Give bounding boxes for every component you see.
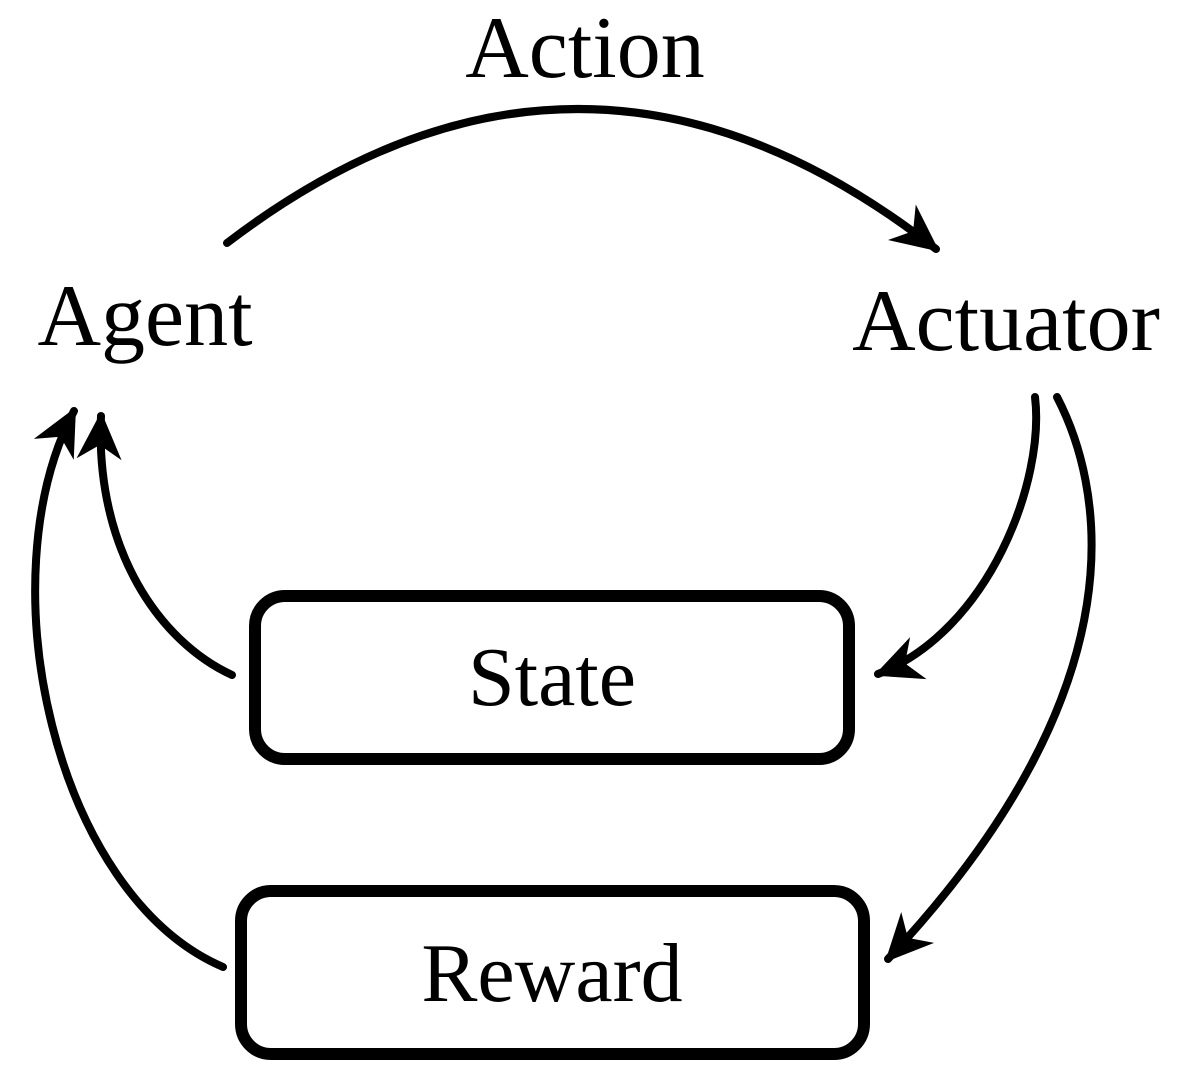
edge-state-to-agent (76, 411, 236, 679)
reward-box (235, 885, 870, 1060)
edge-actuator-to-state (873, 393, 1041, 680)
action-label: Action (465, 0, 705, 97)
actuator-label: Actuator (852, 273, 1160, 370)
edge-agent-to-actuator (223, 105, 940, 253)
edge-reward-to-agent (31, 407, 227, 971)
edge-actuator-to-reward (884, 393, 1096, 963)
reward-label: Reward (421, 927, 682, 1020)
state-label: State (468, 631, 636, 724)
state-box (249, 590, 855, 765)
agent-label: Agent (37, 268, 252, 365)
